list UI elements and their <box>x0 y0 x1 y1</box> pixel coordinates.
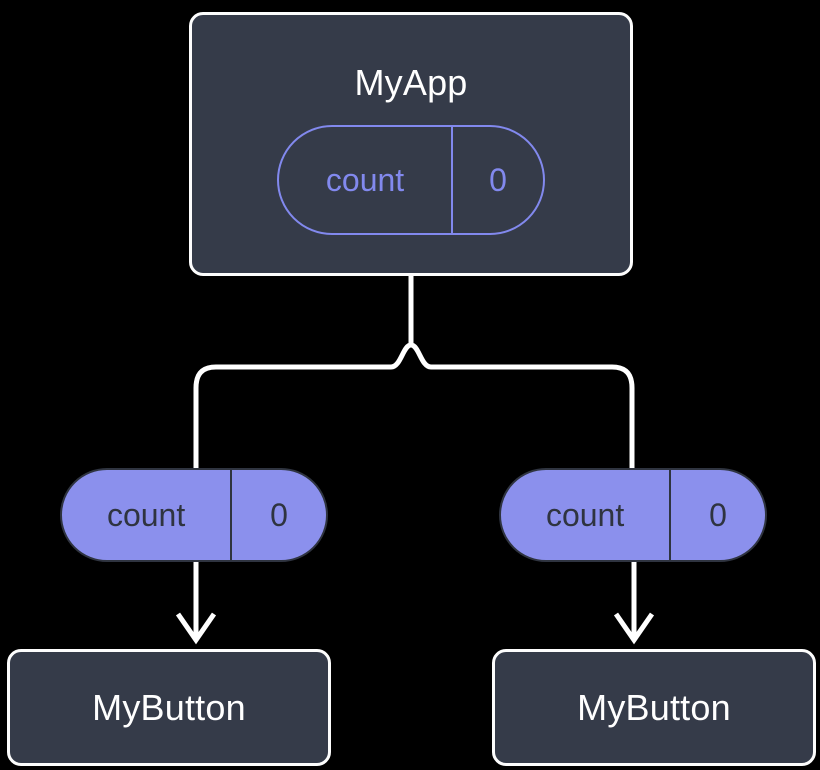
state-value-label: 0 <box>669 470 765 560</box>
wire-branch-right <box>410 342 635 470</box>
component-label-mybutton: MyButton <box>577 686 731 728</box>
component-node-mybutton-right[interactable]: MyButton <box>492 649 816 766</box>
state-pill-root[interactable]: count 0 <box>277 125 545 235</box>
component-label-mybutton: MyButton <box>92 686 246 728</box>
state-key-label: count <box>106 497 186 533</box>
wire-branch-left <box>193 342 412 470</box>
state-pill-branch-left[interactable]: count 0 <box>60 468 328 562</box>
component-node-mybutton-left[interactable]: MyButton <box>7 649 331 766</box>
state-value-label: 0 <box>230 470 326 560</box>
state-key-label: count <box>325 162 405 198</box>
state-key-label: count <box>545 497 625 533</box>
arrow-head-left-icon <box>175 612 217 645</box>
component-label-myapp: MyApp <box>354 62 468 103</box>
state-value-label: 0 <box>451 127 543 233</box>
state-pill-branch-right[interactable]: count 0 <box>499 468 767 562</box>
arrow-head-right-icon <box>613 612 655 645</box>
